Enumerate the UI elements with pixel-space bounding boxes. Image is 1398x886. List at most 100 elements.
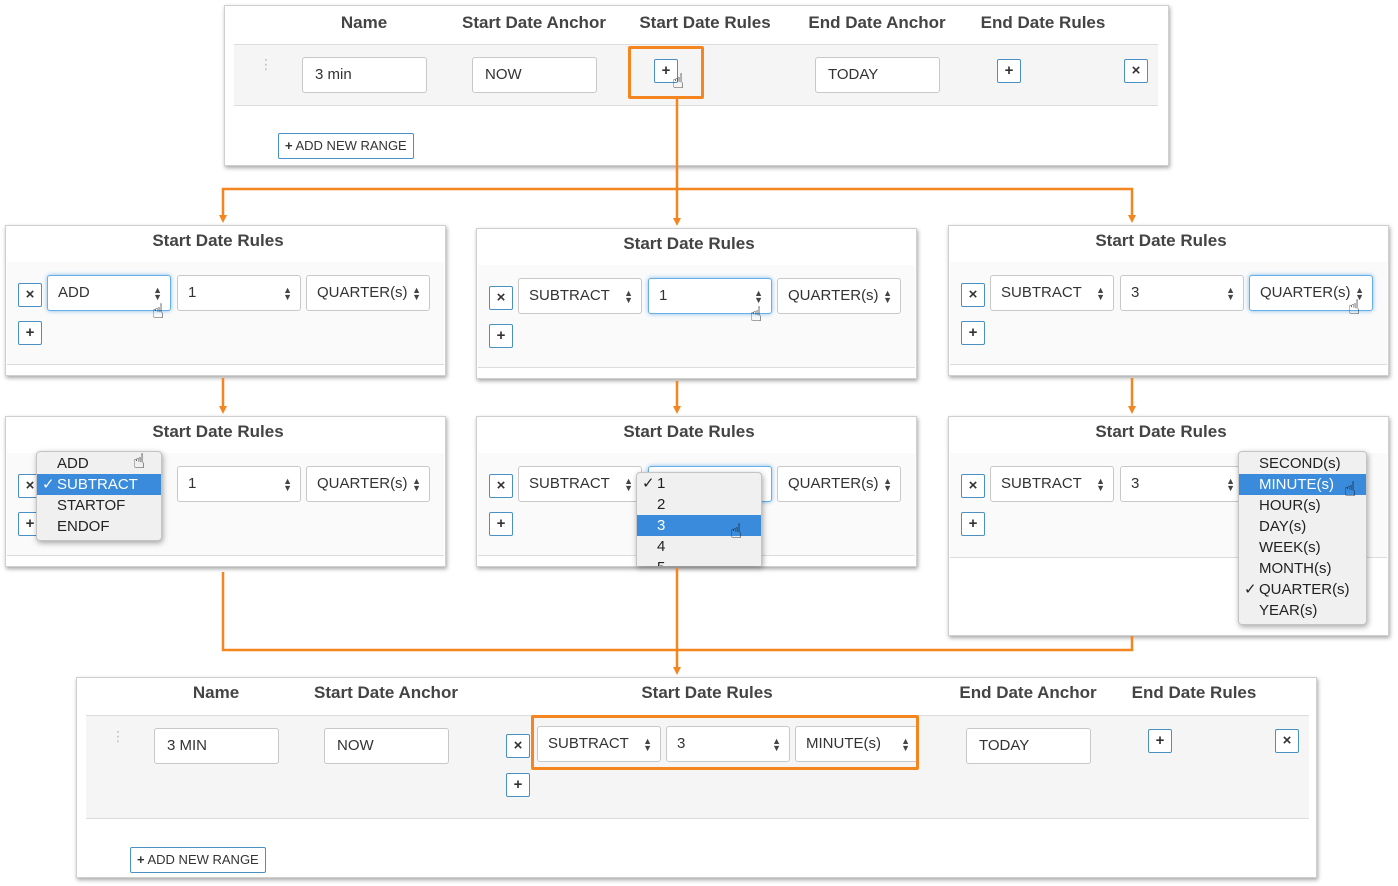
amount-value: 1 bbox=[188, 475, 197, 492]
end-anchor-input[interactable]: TODAY bbox=[815, 57, 940, 93]
add-rule-button[interactable]: + bbox=[506, 773, 530, 797]
header-end-anchor: End Date Anchor bbox=[808, 13, 946, 32]
operation-value: SUBTRACT bbox=[1001, 284, 1082, 301]
operation-select[interactable]: SUBTRACT▲▼ bbox=[518, 278, 642, 314]
highlight-box bbox=[531, 715, 919, 770]
select-arrows-icon: ▲▼ bbox=[883, 288, 892, 305]
header-end-anchor: End Date Anchor bbox=[959, 683, 1097, 702]
add-end-rule-button[interactable]: + bbox=[997, 59, 1021, 83]
add-rule-button[interactable]: + bbox=[489, 512, 513, 536]
arrow-merge-left bbox=[221, 572, 677, 652]
amount-value: 3 bbox=[677, 735, 686, 752]
select-arrows-icon: ▲▼ bbox=[754, 288, 763, 305]
check-icon: ✓ bbox=[42, 476, 55, 493]
unit-select[interactable]: QUARTER(s)▲▼ bbox=[777, 278, 901, 314]
remove-rule-button[interactable]: × bbox=[489, 474, 513, 498]
option-subtract[interactable]: ✓SUBTRACT bbox=[37, 474, 161, 495]
step1-mid-panel: Start Date Rules × SUBTRACT▲▼ 1▲▼ QUARTE… bbox=[476, 228, 917, 379]
panel-title: Start Date Rules bbox=[623, 422, 755, 441]
remove-rule-button[interactable]: × bbox=[961, 474, 985, 498]
select-arrows-icon: ▲▼ bbox=[1096, 476, 1105, 493]
amount-select[interactable]: 1▲▼ bbox=[177, 466, 301, 502]
add-start-rule-button[interactable]: + bbox=[654, 59, 678, 83]
option-5[interactable]: 5 bbox=[637, 557, 761, 566]
hand-cursor-icon: ☝ bbox=[672, 71, 685, 93]
option-startof[interactable]: STARTOF bbox=[57, 497, 126, 514]
hand-cursor-icon: ☝ bbox=[152, 301, 165, 323]
option-4[interactable]: 4 bbox=[657, 538, 666, 555]
select-arrows-icon: ▲▼ bbox=[772, 736, 781, 753]
amount-select[interactable]: 3 ▲▼ bbox=[666, 726, 790, 762]
amount-value: 3 bbox=[1131, 475, 1140, 492]
remove-rule-button[interactable]: × bbox=[961, 283, 985, 307]
add-rule-button[interactable]: + bbox=[18, 321, 42, 345]
option-week[interactable]: WEEK(s) bbox=[1259, 539, 1321, 556]
step1-right-panel: Start Date Rules × SUBTRACT▲▼ 3▲▼ QUARTE… bbox=[948, 225, 1389, 376]
amount-select[interactable]: 1▲▼ bbox=[177, 275, 301, 311]
panel-title: Start Date Rules bbox=[152, 422, 284, 441]
add-rule-button[interactable]: + bbox=[961, 512, 985, 536]
remove-range-button[interactable]: × bbox=[1275, 729, 1299, 753]
check-icon: ✓ bbox=[1244, 581, 1257, 598]
header-name: Name bbox=[340, 13, 388, 32]
select-arrows-icon: ▲▼ bbox=[1355, 285, 1364, 302]
hand-cursor-icon: ☝ bbox=[730, 521, 743, 543]
end-anchor-input[interactable]: TODAY bbox=[966, 728, 1091, 764]
amount-select[interactable]: 3▲▼ bbox=[1120, 275, 1244, 311]
option-day[interactable]: DAY(s) bbox=[1259, 518, 1307, 535]
operation-select[interactable]: SUBTRACT▲▼ bbox=[518, 466, 642, 502]
remove-range-button[interactable]: × bbox=[1124, 59, 1148, 83]
operation-select[interactable]: SUBTRACT ▲▼ bbox=[990, 275, 1114, 311]
select-arrows-icon: ▲▼ bbox=[643, 736, 652, 753]
remove-rule-button[interactable]: × bbox=[506, 734, 530, 758]
operation-value: SUBTRACT bbox=[548, 735, 629, 752]
start-anchor-input[interactable]: NOW bbox=[472, 57, 597, 93]
name-input[interactable]: 3 MIN bbox=[154, 728, 279, 764]
operation-select[interactable]: SUBTRACT▲▼ bbox=[990, 466, 1114, 502]
remove-rule-button[interactable]: × bbox=[18, 283, 42, 307]
unit-select[interactable]: QUARTER(s)▲▼ bbox=[1249, 275, 1373, 311]
add-new-range-button[interactable]: + ADD NEW RANGE bbox=[130, 847, 266, 873]
amount-select[interactable]: 1 ▲▼ bbox=[648, 278, 772, 314]
header-start-anchor: Start Date Anchor bbox=[314, 683, 458, 702]
add-new-range-label: ADD NEW RANGE bbox=[147, 852, 259, 867]
step1-left-panel: Start Date Rules × ADD▲▼ 1▲▼ QUARTER(s)▲… bbox=[5, 225, 446, 376]
add-rule-button[interactable]: + bbox=[961, 321, 985, 345]
option-second[interactable]: SECOND(s) bbox=[1259, 455, 1341, 472]
option-endof[interactable]: ENDOF bbox=[57, 518, 110, 535]
option-quarter[interactable]: ✓QUARTER(s) bbox=[1244, 581, 1350, 598]
option-hour[interactable]: HOUR(s) bbox=[1259, 497, 1321, 514]
header-end-rules: End Date Rules bbox=[980, 13, 1106, 32]
unit-select[interactable]: QUARTER(s)▲▼ bbox=[777, 466, 901, 502]
unit-select[interactable]: QUARTER(s)▲▼ bbox=[306, 466, 430, 502]
select-arrows-icon: ▲▼ bbox=[1096, 285, 1105, 302]
option-year[interactable]: YEAR(s) bbox=[1259, 602, 1318, 619]
option-minute[interactable]: MINUTE(s) bbox=[1239, 474, 1366, 495]
unit-value: QUARTER(s) bbox=[788, 287, 879, 304]
option-month[interactable]: MONTH(s) bbox=[1259, 560, 1332, 577]
add-new-range-button[interactable]: + ADD NEW RANGE bbox=[278, 133, 414, 159]
check-icon: ✓ bbox=[642, 475, 655, 492]
name-input[interactable]: 3 min bbox=[302, 57, 427, 93]
select-arrows-icon: ▲▼ bbox=[412, 476, 421, 493]
remove-rule-button[interactable]: × bbox=[489, 286, 513, 310]
add-end-rule-button[interactable]: + bbox=[1148, 729, 1172, 753]
highlight-box bbox=[628, 46, 704, 99]
operation-select[interactable]: ADD▲▼ bbox=[47, 275, 171, 311]
unit-select[interactable]: QUARTER(s)▲▼ bbox=[306, 275, 430, 311]
unit-value: QUARTER(s) bbox=[788, 475, 879, 492]
operation-value: SUBTRACT bbox=[529, 475, 610, 492]
header-start-rules: Start Date Rules bbox=[641, 683, 773, 702]
option-1[interactable]: ✓1 bbox=[642, 475, 666, 492]
panel-title: Start Date Rules bbox=[1095, 422, 1227, 441]
add-rule-button[interactable]: + bbox=[489, 324, 513, 348]
amount-select[interactable]: 3▲▼ bbox=[1120, 466, 1244, 502]
option-3[interactable]: 3 bbox=[637, 515, 761, 536]
start-anchor-input[interactable]: NOW bbox=[324, 728, 449, 764]
unit-value: QUARTER(s) bbox=[317, 475, 408, 492]
option-2[interactable]: 2 bbox=[657, 496, 666, 513]
option-add[interactable]: ADD bbox=[57, 455, 89, 472]
amount-value: 1 bbox=[659, 287, 668, 304]
operation-select[interactable]: SUBTRACT ▲▼ bbox=[537, 726, 661, 762]
